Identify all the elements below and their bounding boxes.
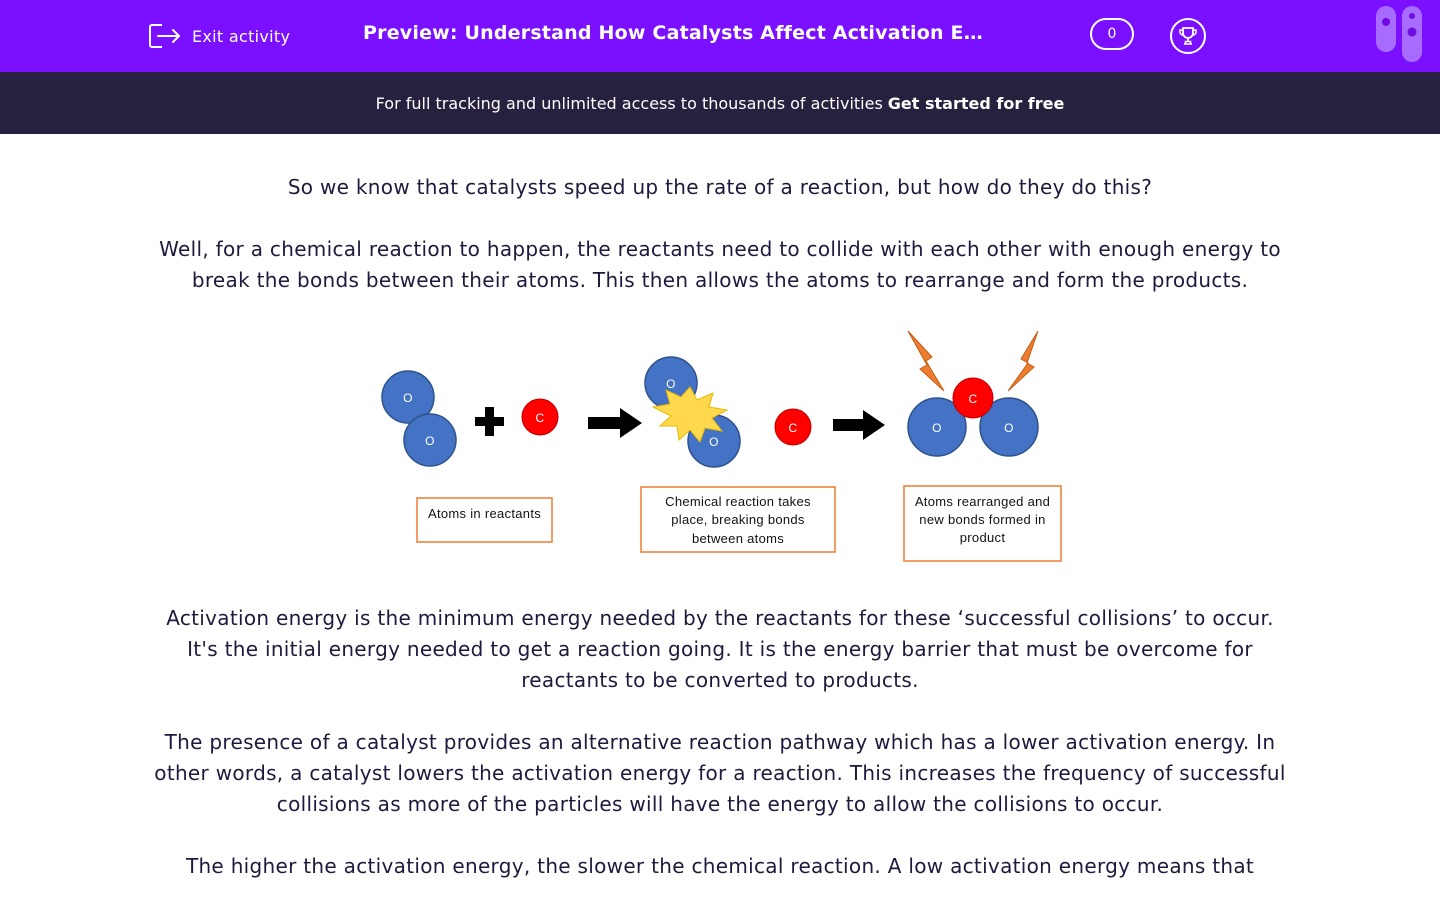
paragraph-activation-energy: Activation energy is the minimum energy … — [166, 606, 1274, 692]
trophy-button[interactable] — [1170, 18, 1206, 54]
exit-activity-label: Exit activity — [192, 26, 291, 46]
label-box-product — [903, 485, 1062, 562]
paragraph-energy-speed: The higher the activation energy, the sl… — [185, 854, 1255, 878]
oxygen-atom-3-label: O — [666, 377, 676, 391]
oxygen-atom-2-label: O — [425, 434, 435, 448]
oxygen-atom-6 — [979, 397, 1039, 457]
label-reaction-line-1: Chemical reaction takes — [665, 494, 811, 509]
banner-text: For full tracking and unlimited access t… — [375, 93, 883, 113]
label-box-reactants — [416, 497, 553, 543]
lightning-icon-left — [907, 330, 945, 392]
label-product-line-1: Atoms rearranged and — [915, 494, 1050, 509]
arrow-right-icon-1 — [588, 408, 642, 438]
paragraph-catalyst: The presence of a catalyst provides an a… — [154, 730, 1286, 816]
get-started-link[interactable]: Get started for free — [887, 93, 1065, 113]
oxygen-atom-2 — [403, 413, 457, 467]
carbon-atom-2 — [774, 408, 812, 446]
collision-burst-icon — [651, 386, 729, 443]
exit-activity-button[interactable]: Exit activity — [148, 20, 290, 52]
carbon-atom-1 — [521, 398, 559, 436]
oxygen-atom-5-label: O — [932, 421, 942, 435]
oxygen-atom-5 — [907, 397, 967, 457]
label-reaction-line-2: place, breaking bonds — [671, 512, 805, 527]
label-reaction-line-3: between atoms — [692, 531, 784, 546]
arrow-right-icon-2 — [833, 410, 885, 440]
exit-icon — [149, 24, 180, 48]
label-product-line-2: new bonds formed in — [919, 512, 1045, 527]
oxygen-atom-1 — [381, 370, 435, 424]
carbon-atom-1-label: C — [536, 411, 545, 425]
reaction-diagram: O O C O O C O O C Atoms in reactants Che… — [381, 330, 1062, 562]
trophy-icon — [1179, 27, 1197, 45]
label-reactants: Atoms in reactants — [428, 506, 541, 521]
paragraph-collisions: Well, for a chemical reaction to happen,… — [159, 237, 1281, 292]
label-box-reaction — [640, 486, 836, 553]
top-bar: Exit activity Preview: Understand How Ca… — [0, 0, 1440, 72]
signup-banner: For full tracking and unlimited access t… — [0, 72, 1440, 134]
lightning-icon-right — [1007, 330, 1039, 392]
lesson-content: So we know that catalysts speed up the r… — [150, 172, 1290, 913]
carbon-atom-3-label: C — [969, 392, 978, 406]
plus-icon — [475, 407, 504, 436]
oxygen-atom-4-label: O — [709, 435, 719, 449]
score-badge: 0 — [1090, 18, 1134, 50]
activity-title: Preview: Understand How Catalysts Affect… — [363, 22, 985, 44]
test-tubes-logo-icon — [1376, 6, 1422, 62]
carbon-atom-3 — [952, 377, 994, 419]
label-product-line-3: product — [960, 530, 1006, 545]
oxygen-atom-1-label: O — [403, 391, 413, 405]
carbon-atom-2-label: C — [789, 421, 798, 435]
paragraph-intro: So we know that catalysts speed up the r… — [287, 175, 1153, 199]
oxygen-atom-6-label: O — [1004, 421, 1014, 435]
